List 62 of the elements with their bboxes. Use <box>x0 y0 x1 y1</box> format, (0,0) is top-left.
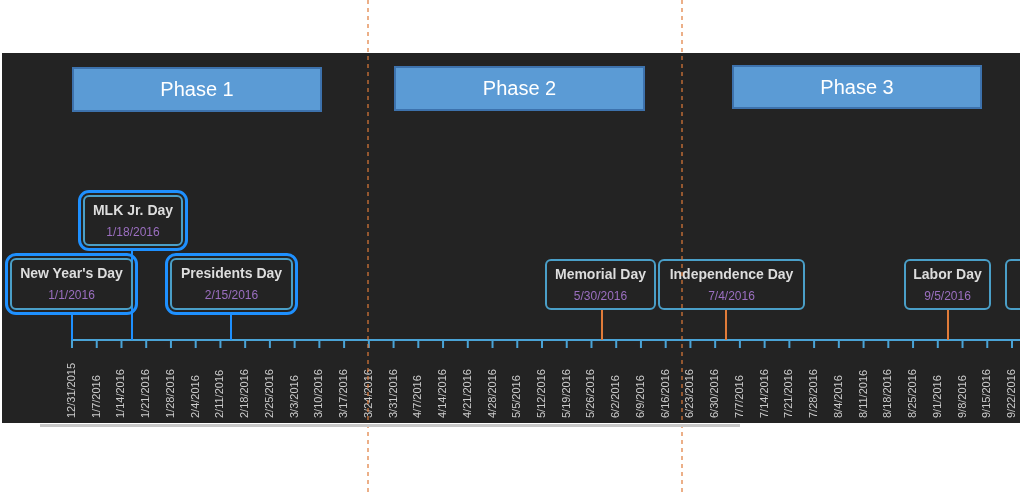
event-title: New Year's Day <box>20 265 123 281</box>
date-tick-label: 6/23/2016 <box>683 369 696 418</box>
event-title: Presidents Day <box>180 265 283 281</box>
date-tick-label: 1/21/2016 <box>139 369 152 418</box>
phase-box: Phase 1 <box>72 67 322 112</box>
date-tick-label: 1/14/2016 <box>114 369 127 418</box>
event-date: 9/5/2016 <box>924 289 971 303</box>
event-card <box>658 259 805 310</box>
date-tick-label: 9/15/2016 <box>980 369 993 418</box>
date-tick-label: 7/14/2016 <box>757 369 770 418</box>
date-tick-label: 6/2/2016 <box>609 375 622 418</box>
event-title: Independence Day <box>669 266 794 282</box>
date-tick-label: 5/26/2016 <box>584 369 597 418</box>
date-tick-label: 8/25/2016 <box>906 369 919 418</box>
event-date: 7/4/2016 <box>708 289 755 303</box>
date-tick-label: 4/28/2016 <box>485 369 498 418</box>
date-tick-label: 6/16/2016 <box>658 369 671 418</box>
date-tick-label: 2/18/2016 <box>238 369 251 418</box>
date-tick-label: 4/7/2016 <box>411 375 424 418</box>
date-tick-label: 2/11/2016 <box>213 369 226 418</box>
date-tick-label: 4/21/2016 <box>460 369 473 418</box>
date-tick-label: 6/9/2016 <box>633 375 646 418</box>
date-tick-label: 3/10/2016 <box>312 369 325 418</box>
date-tick-label: 9/8/2016 <box>955 375 968 418</box>
date-tick-label: 12/31/2015 <box>65 362 77 418</box>
date-tick-label: 1/28/2016 <box>163 369 176 418</box>
date-tick-label: 7/21/2016 <box>782 369 795 418</box>
date-tick-label: 2/25/2016 <box>262 369 275 418</box>
phase-box: Phase 3 <box>732 65 982 109</box>
date-tick-label: 6/30/2016 <box>708 369 721 418</box>
date-tick-label: 7/7/2016 <box>732 375 745 418</box>
event-title: MLK Jr. Day <box>92 202 174 218</box>
date-tick-label: 1/7/2016 <box>89 375 102 418</box>
event-date: 2/15/2016 <box>204 288 259 302</box>
date-tick-label: 8/11/2016 <box>856 369 869 418</box>
event-date: 5/30/2016 <box>573 289 628 303</box>
date-tick-label: 5/19/2016 <box>559 369 572 418</box>
date-tick-label: 7/28/2016 <box>807 369 820 418</box>
date-tick-label: 9/22/2016 <box>1005 369 1017 418</box>
date-tick-label: 3/31/2016 <box>386 369 399 418</box>
date-tick-label: 8/4/2016 <box>831 375 844 418</box>
date-tick-label: 2/4/2016 <box>188 375 201 418</box>
event-card <box>545 259 656 310</box>
date-tick-label: 3/24/2016 <box>361 369 374 418</box>
connector-line <box>601 309 603 341</box>
event-date: 1/1/2016 <box>48 288 95 302</box>
event-card <box>904 259 991 310</box>
event-title: Memorial Day <box>554 266 646 282</box>
connector-line <box>947 309 949 341</box>
connector-line <box>71 313 73 341</box>
connector-line <box>230 313 232 341</box>
event-date: 1/18/2016 <box>106 225 160 239</box>
date-tick-label: 4/14/2016 <box>436 369 449 418</box>
date-tick-label: 8/18/2016 <box>881 369 894 418</box>
date-tick-label: 3/17/2016 <box>337 369 350 418</box>
phase-box: Phase 2 <box>394 66 645 111</box>
connector-line <box>725 309 727 341</box>
date-tick-label: 5/5/2016 <box>510 375 523 418</box>
date-tick-label: 9/1/2016 <box>930 375 943 418</box>
event-title: Labor Day <box>913 266 982 282</box>
date-tick-label: 5/12/2016 <box>535 369 547 418</box>
date-tick-label: 3/3/2016 <box>287 375 300 418</box>
